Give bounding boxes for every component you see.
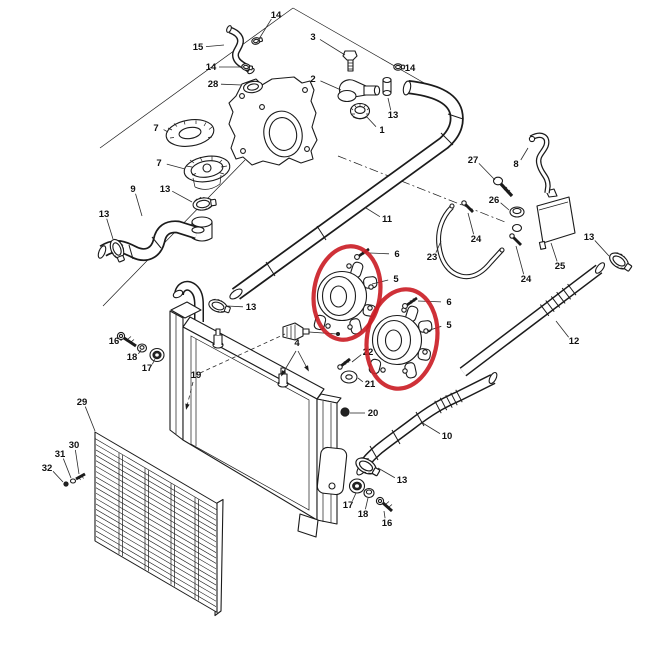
part-callout-19: 19	[191, 370, 202, 381]
part-callout-14: 14	[206, 62, 217, 73]
upper-hose	[228, 80, 463, 300]
plug-20	[340, 407, 350, 417]
part-callout-5: 5	[393, 274, 399, 285]
part-callout-12: 12	[569, 336, 580, 347]
overflow-tube-23	[439, 203, 505, 277]
bolt-16b	[375, 496, 393, 513]
part-callout-8: 8	[513, 159, 518, 170]
bushing-18b	[363, 487, 375, 499]
part-callout-21: 21	[365, 379, 376, 390]
bolt-3	[342, 50, 358, 72]
part-callout-13: 13	[397, 475, 408, 486]
part-callout-13: 13	[584, 232, 595, 243]
recovery-tank	[536, 188, 576, 250]
fitting-13-top	[382, 76, 392, 97]
part-callout-27: 27	[468, 155, 479, 166]
bolt-6b	[402, 296, 418, 309]
highlight-circle	[364, 287, 440, 391]
part-callout-9: 9	[130, 184, 135, 195]
washer-18a	[136, 343, 148, 353]
part-callout-3: 3	[310, 32, 315, 43]
clamp-13b	[191, 194, 218, 213]
part-callout-13: 13	[99, 209, 110, 220]
wire-clamp-14b	[240, 62, 254, 72]
part-callout-32: 32	[42, 463, 53, 474]
clamp-13e	[606, 248, 635, 275]
clip-24a	[461, 200, 474, 213]
part-callout-7: 7	[156, 158, 161, 169]
grille-screen	[94, 431, 224, 617]
part-callout-17: 17	[343, 500, 354, 511]
lower-port	[191, 216, 213, 242]
clip-24b	[509, 233, 522, 246]
screw-22	[337, 357, 351, 370]
part-callout-11: 11	[382, 214, 393, 225]
washer-21	[340, 370, 358, 384]
part-callout-13: 13	[388, 110, 399, 121]
bolt-16a	[116, 331, 137, 348]
part-callout-14: 14	[271, 10, 282, 21]
part-callout-28: 28	[208, 79, 219, 90]
part-callout-15: 15	[193, 42, 204, 53]
part-callout-18: 18	[358, 509, 369, 520]
part-callout-30: 30	[69, 440, 80, 451]
part-callout-20: 20	[368, 408, 379, 419]
part-callout-13: 13	[246, 302, 257, 313]
grommet-17a	[149, 347, 165, 363]
part-callout-24: 24	[471, 234, 482, 245]
grommet-17b	[348, 478, 366, 494]
part-callout-16: 16	[382, 518, 393, 529]
part-callout-6: 6	[446, 297, 451, 308]
wire-clamp-14a	[250, 35, 264, 46]
grille-slats	[96, 444, 216, 607]
part-callout-23: 23	[427, 252, 438, 263]
lower-hose	[356, 371, 499, 476]
part-callout-5: 5	[446, 320, 452, 331]
engine-block	[228, 76, 318, 166]
thermostat	[183, 155, 231, 190]
part-callout-7: 7	[153, 123, 158, 134]
highlight-circle	[311, 244, 383, 342]
part-callout-24: 24	[521, 274, 532, 285]
part-callout-13: 13	[160, 184, 171, 195]
fan-motor-2	[367, 304, 433, 380]
vent-hose-8	[529, 135, 548, 193]
part-callout-14: 14	[405, 63, 416, 74]
extra-leader-lines	[185, 333, 309, 410]
radiator	[169, 286, 348, 538]
part-callout-16: 16	[109, 336, 120, 347]
part-callout-6: 6	[394, 249, 399, 260]
wire-clamp-14c	[393, 63, 405, 71]
construction-lines	[99, 7, 506, 307]
part-callout-18: 18	[127, 352, 138, 363]
tank-cap-26	[509, 206, 525, 233]
bolt-27	[492, 176, 514, 198]
part-callout-17: 17	[142, 363, 153, 374]
drain-pin-1	[212, 328, 224, 349]
part-callout-31: 31	[55, 449, 66, 460]
part-callout-25: 25	[555, 261, 566, 272]
part-callout-2: 2	[310, 74, 315, 85]
part-callout-29: 29	[77, 397, 88, 408]
part-callout-10: 10	[442, 431, 453, 442]
part-callout-1: 1	[379, 125, 385, 136]
cap-assembly-1	[349, 102, 371, 120]
part-callout-4: 4	[294, 338, 300, 349]
highlight-circles	[311, 244, 440, 391]
part-callout-26: 26	[489, 195, 500, 206]
thermostat-outlet-fitting	[337, 79, 381, 103]
tube-12	[463, 262, 606, 372]
filler-cap	[165, 119, 215, 147]
temp-sender	[282, 322, 340, 341]
grille-fasteners	[63, 472, 86, 487]
lower-left-hose	[97, 227, 205, 259]
